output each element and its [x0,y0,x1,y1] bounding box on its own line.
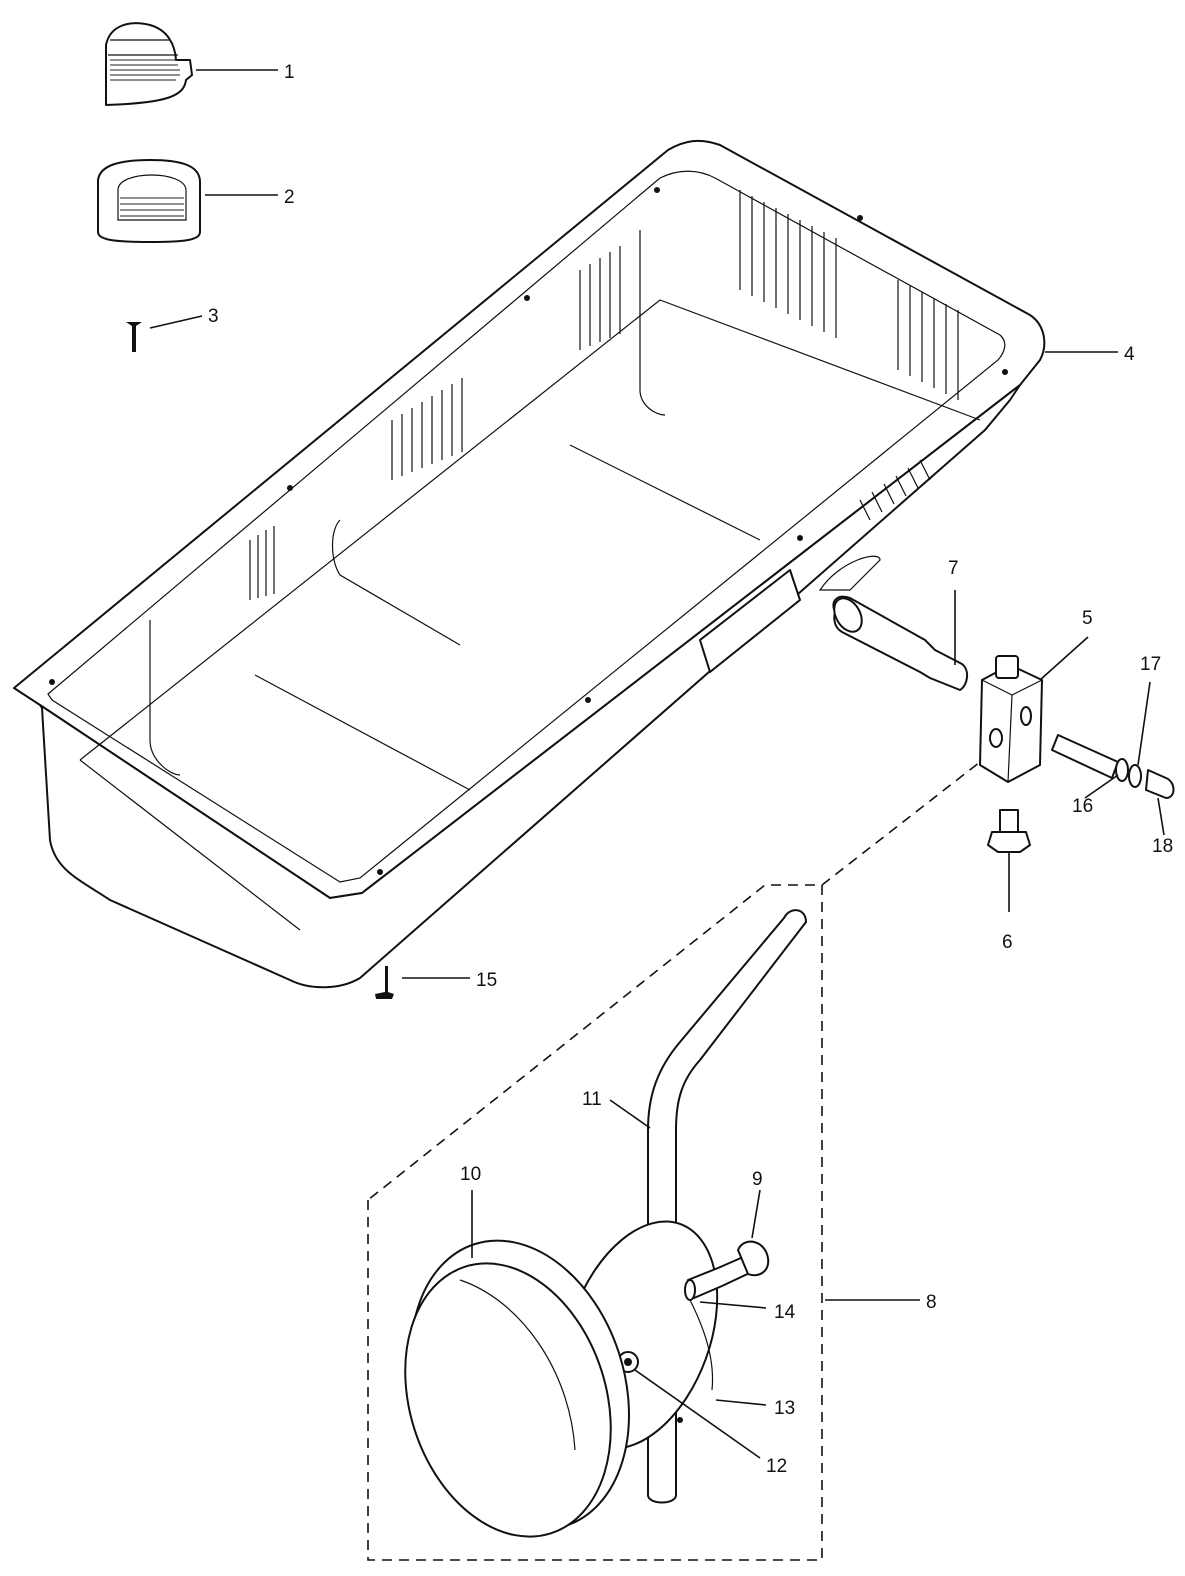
callout-5: 5 [1082,608,1093,629]
callout-17: 17 [1140,654,1161,675]
part-15-screw [375,966,470,999]
callout-7: 7 [948,558,959,579]
callout-15: 15 [476,970,497,991]
callout-9: 9 [752,1169,763,1190]
callout-6: 6 [1002,932,1013,953]
callout-2: 2 [284,187,295,208]
callout-12: 12 [766,1456,787,1477]
part-5-block [979,636,1089,783]
part-3-screw [126,315,203,352]
part-16-17-18-pin-assembly [1051,681,1175,836]
callout-10: 10 [460,1164,481,1185]
part-7-spout [832,590,968,691]
part-6-bolt [987,809,1031,912]
part-9-14-bolt [684,1189,770,1309]
part-2-handle-grip [97,159,278,243]
callout-labels: 1 2 3 4 5 6 7 8 9 10 11 12 13 14 15 16 1… [208,62,1173,1477]
callout-18: 18 [1152,836,1173,857]
callout-16: 16 [1072,796,1093,817]
part-11-shaft [609,909,807,1504]
part-1-handle-grip [105,22,278,106]
callout-11: 11 [582,1089,602,1110]
callout-14: 14 [774,1302,796,1323]
callout-3: 3 [208,306,219,327]
callout-13: 13 [774,1398,795,1419]
callout-1: 1 [284,62,295,83]
callout-4: 4 [1124,344,1135,365]
part-4-hopper-tray [13,139,1118,989]
part-10-front-disc [404,1190,630,1538]
callout-8: 8 [926,1292,937,1313]
assembly-8-boundary [367,761,981,1561]
